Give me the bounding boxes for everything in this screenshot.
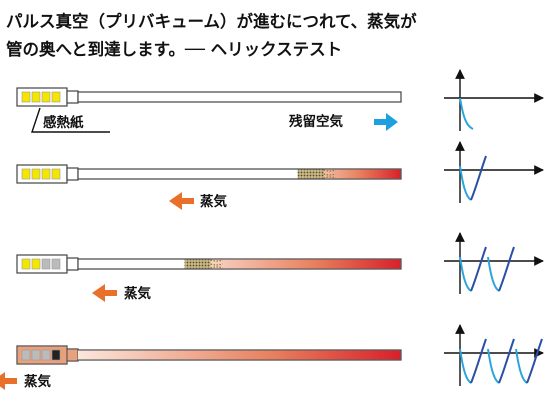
condensate-dots [297,169,324,179]
condensate-trail [210,259,223,269]
pressure-rise-1 [470,246,487,292]
pressure-rise-2 [498,338,515,384]
pressure-curve [459,97,474,130]
indicator-square-2 [31,349,41,361]
pressure-graphs [444,69,544,386]
pressure-drop-1 [459,348,472,384]
steam-label-row4: 蒸気 [24,373,51,390]
indicator-square-4 [51,349,61,361]
neck-steam-fill [67,349,78,361]
paper-leader-line [31,107,110,133]
indicator-square-4 [51,258,61,270]
air-arrow [374,113,398,131]
pressure-rise-3 [526,338,543,384]
paper-label: 感熱紙 [43,114,84,131]
indicator-square-2 [31,258,41,270]
indicator-square-1 [21,91,31,103]
tube [77,91,402,103]
pressure-graph-3 [444,232,544,294]
tube-row-1 [16,87,402,131]
indicator-square-4 [51,168,61,180]
title-line-2: 管の奥へと到達します。── ヘリックステスト [6,39,342,59]
tube-row-4 [0,345,402,390]
condensate-trail [323,169,336,179]
steam-label-row3: 蒸気 [124,285,151,302]
tube-rows [0,87,402,390]
indicator-square-1 [21,349,31,361]
steam-fill [297,169,401,179]
steam-label-row2: 蒸気 [200,193,227,210]
pressure-graph-2 [444,141,544,203]
steam-fill [184,259,401,269]
indicator-square-1 [21,258,31,270]
title-line-1: パルス真空（プリバキューム）が進むにつれて、蒸気が [6,11,417,31]
pressure-drop-2 [487,348,500,384]
pressure-drop-1 [459,165,472,201]
tube [77,168,402,180]
indicator-square-3 [41,349,51,361]
indicator-square-3 [41,258,51,270]
residual-air-label: 残留空気 [289,113,343,130]
steam-fill [78,350,401,360]
condensate-dots [184,259,211,269]
indicator-square-1 [21,168,31,180]
capsule-neck [66,167,79,181]
pressure-graph-1 [444,69,544,131]
indicator-square-2 [31,91,41,103]
steam-arrow [169,192,194,210]
capsule-neck [66,90,79,104]
indicator-square-2 [31,168,41,180]
steam-arrow [92,284,117,302]
indicator-square-3 [41,168,51,180]
tube-row-3 [16,254,402,302]
capsule-neck [66,257,79,271]
pressure-rise-1 [470,155,487,201]
pressure-drop-3 [515,348,528,384]
pressure-drop-2 [487,256,500,292]
pressure-rise-1 [470,338,487,384]
indicator-square-4 [51,91,61,103]
pressure-rise-2 [498,246,515,292]
tube-row-2 [16,164,402,210]
steam-arrow [0,372,17,390]
pressure-drop-1 [459,256,472,292]
pressure-graph-4 [444,324,544,386]
indicator-square-3 [41,91,51,103]
